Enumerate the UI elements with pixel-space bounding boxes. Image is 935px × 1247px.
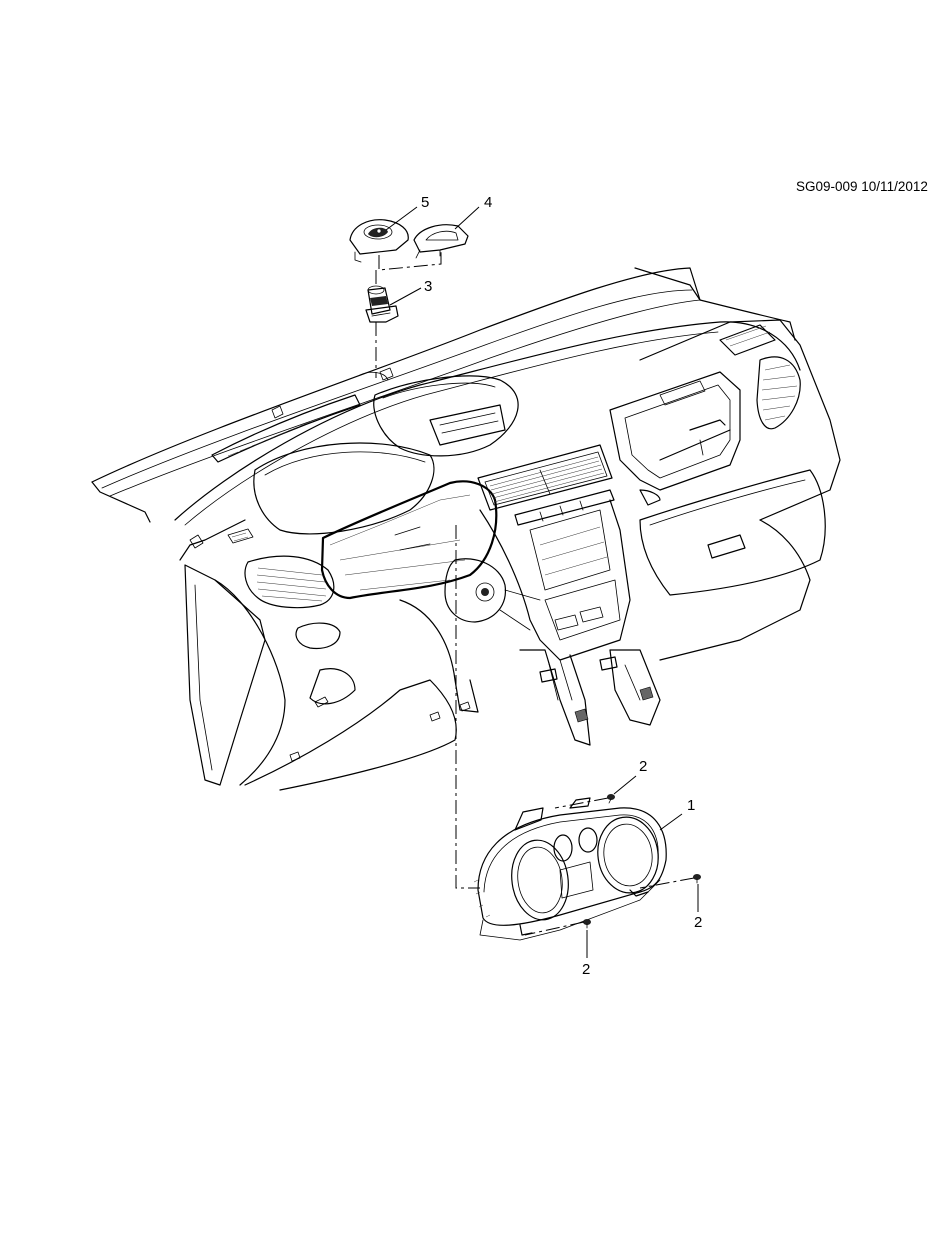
callout-label-3: 3 [424,278,433,295]
callout-label-2-top: 2 [639,758,648,775]
screw-right [693,874,701,884]
screw-top [607,794,615,804]
screw-bottom [583,919,591,929]
instrument-panel [91,267,841,791]
callout-label-2-right: 2 [694,914,703,931]
part-1-instrument-cluster [473,797,667,941]
part-3-switch [365,285,399,323]
part-5-control-knob [349,219,409,263]
callout-label-2-bottom: 2 [582,961,591,978]
assembly-lines [375,250,695,936]
part-2-screws [583,794,701,929]
leader-lines [385,206,699,958]
drawing-code: SG09-009 10/11/2012 [796,179,928,194]
callout-label-1: 1 [687,797,696,814]
callout-label-5: 5 [421,194,430,211]
callout-label-4: 4 [484,194,493,211]
part-4-bezel [413,224,469,259]
